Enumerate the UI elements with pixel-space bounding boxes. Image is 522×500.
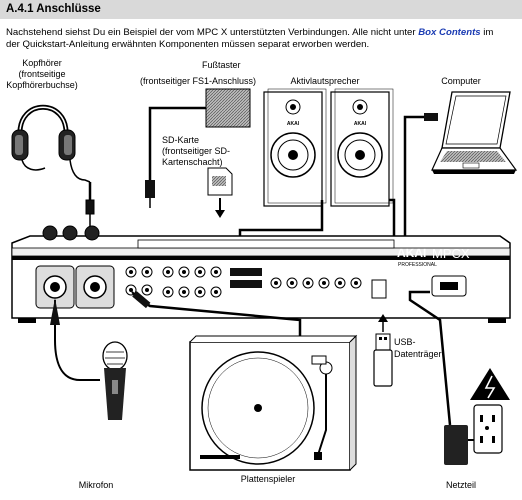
footswitch-illustration: [145, 88, 251, 208]
usb-drive-label-line: Datenträger: [394, 349, 442, 359]
intro-text-a: Nachstehend siehst Du ein Beispiel der v…: [6, 27, 419, 38]
speakers-label: Aktivlautsprecher: [290, 76, 359, 86]
headphones-label-line: Kopfhörerbuchse): [6, 80, 78, 90]
power-supply-label: Netzteil: [446, 480, 476, 490]
sd-card-label-line: (frontseitiger SD-: [162, 146, 230, 156]
sd-card-label-line: Kartenschacht): [162, 157, 223, 167]
intro-text-c: der Quickstart-Anleitung erwähnten Kompo…: [6, 39, 370, 50]
headphones-label: Kopfhörer (frontseitige Kopfhörerbuchse): [6, 58, 78, 90]
power-supply-illustration: [408, 290, 510, 465]
speaker-brand-text: AKAI: [287, 121, 300, 127]
footswitch-label-line: (frontseitiger FS1-Anschluss): [140, 76, 256, 86]
headphones-label-line: Kopfhörer: [22, 58, 62, 68]
intro-text-b: im: [480, 27, 494, 38]
headphones-label-line: (frontseitige: [18, 69, 65, 79]
footswitch-label: Fußtaster (frontseitiger FS1-Anschluss): [140, 60, 256, 86]
sd-card-label: SD-Karte (frontseitiger SD- Kartenschach…: [162, 135, 230, 167]
microphone-illustration: [50, 298, 128, 420]
intro-paragraph: Nachstehend siehst Du ein Beispiel der v…: [6, 27, 518, 51]
section-header-bar: A.4.1 Anschlüsse: [0, 0, 522, 19]
usb-drive-illustration: [373, 314, 393, 387]
device-sub-text: PROFESSIONAL: [398, 262, 437, 268]
microphone-label: Mikrofon: [79, 480, 114, 490]
speaker-left: AKAI: [263, 88, 327, 207]
device-model-text: MPCX: [432, 246, 470, 261]
footswitch-label-line: Fußtaster: [202, 60, 241, 70]
mpc-x-device: AKAI MPCX PROFESSIONAL: [11, 225, 511, 323]
speaker-right: AKAI: [330, 88, 394, 207]
box-contents-emphasis: Box Contents: [418, 27, 481, 38]
headphones-illustration: [11, 104, 95, 226]
usb-drive-label-line: USB-: [394, 337, 416, 347]
sd-card-label-line: SD-Karte: [162, 135, 199, 145]
device-brand-text: AKAI: [397, 246, 426, 260]
turntable-illustration: [131, 291, 358, 471]
usb-drive-label: USB- Datenträger: [394, 337, 442, 359]
computer-label: Computer: [441, 76, 481, 86]
sd-card-illustration: [207, 167, 233, 218]
speaker-brand-text: AKAI: [354, 121, 367, 127]
turntable-label: Plattenspieler: [241, 474, 296, 484]
laptop-illustration: [431, 91, 518, 174]
section-title: A.4.1 Anschlüsse: [6, 3, 101, 15]
